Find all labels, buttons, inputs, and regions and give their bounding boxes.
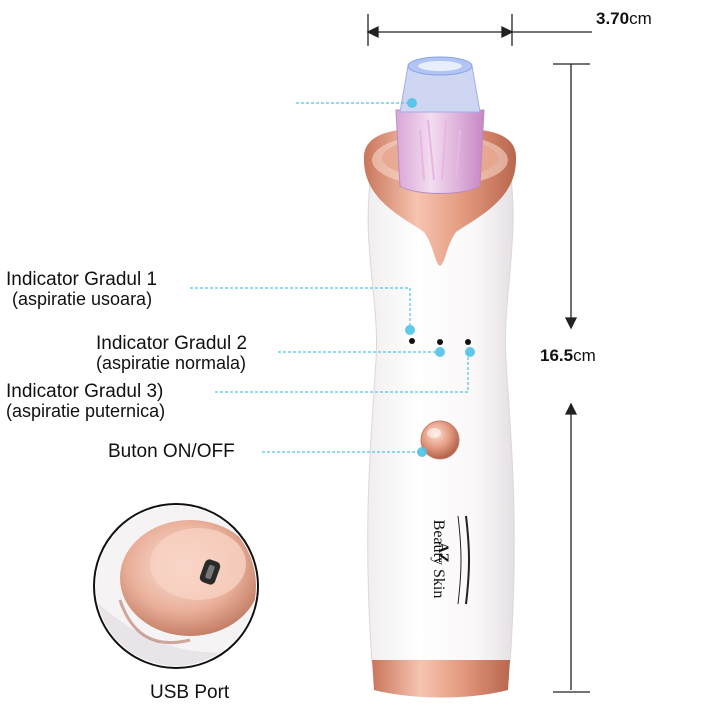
indicator-dot-1	[409, 338, 415, 344]
indicator3-title: Indicator Gradul 3)	[6, 381, 164, 402]
usb-inset	[93, 503, 259, 669]
height-dimension-line	[553, 63, 590, 693]
power-button[interactable]	[420, 420, 460, 460]
height-dimension-label: 16.5cm	[540, 346, 596, 366]
usb-port-icon	[199, 559, 221, 585]
indicator2-title: Indicator Gradul 2	[96, 333, 248, 354]
indicator1-callout: Indicator Gradul 1 (aspiratie usoara)	[6, 270, 157, 309]
brand-name: Beauty Skin	[430, 519, 447, 599]
brand-logo	[457, 515, 470, 605]
brand-mark: AZ Beauty Skin	[398, 506, 478, 626]
height-unit: cm	[573, 346, 596, 365]
indicator2-callout: Indicator Gradul 2 (aspiratie normala)	[96, 334, 247, 373]
indicator1-subtitle: (aspiratie usoara)	[12, 289, 153, 309]
indicator1-title: Indicator Gradul 1	[6, 269, 158, 290]
indicator-dot-2	[437, 339, 443, 345]
width-dimension-line	[366, 14, 592, 46]
suction-tip	[395, 56, 485, 194]
indicator2-subtitle: (aspiratie normala)	[96, 353, 247, 373]
usb-port-label: USB Port	[150, 682, 230, 703]
indicator-dot-3	[465, 339, 471, 345]
callout-markers	[405, 98, 475, 457]
power-button-label: Buton ON/OFF	[108, 441, 235, 462]
indicator3-subtitle: (aspiratie puternica)	[6, 401, 166, 421]
width-dimension-label: 3.70cm	[596, 9, 652, 29]
callout-lines	[190, 102, 469, 453]
indicator3-callout: Indicator Gradul 3) (aspiratie puternica…	[6, 382, 165, 421]
height-value: 16.5	[540, 346, 574, 365]
width-unit: cm	[629, 9, 652, 28]
width-value: 3.70	[596, 9, 630, 28]
